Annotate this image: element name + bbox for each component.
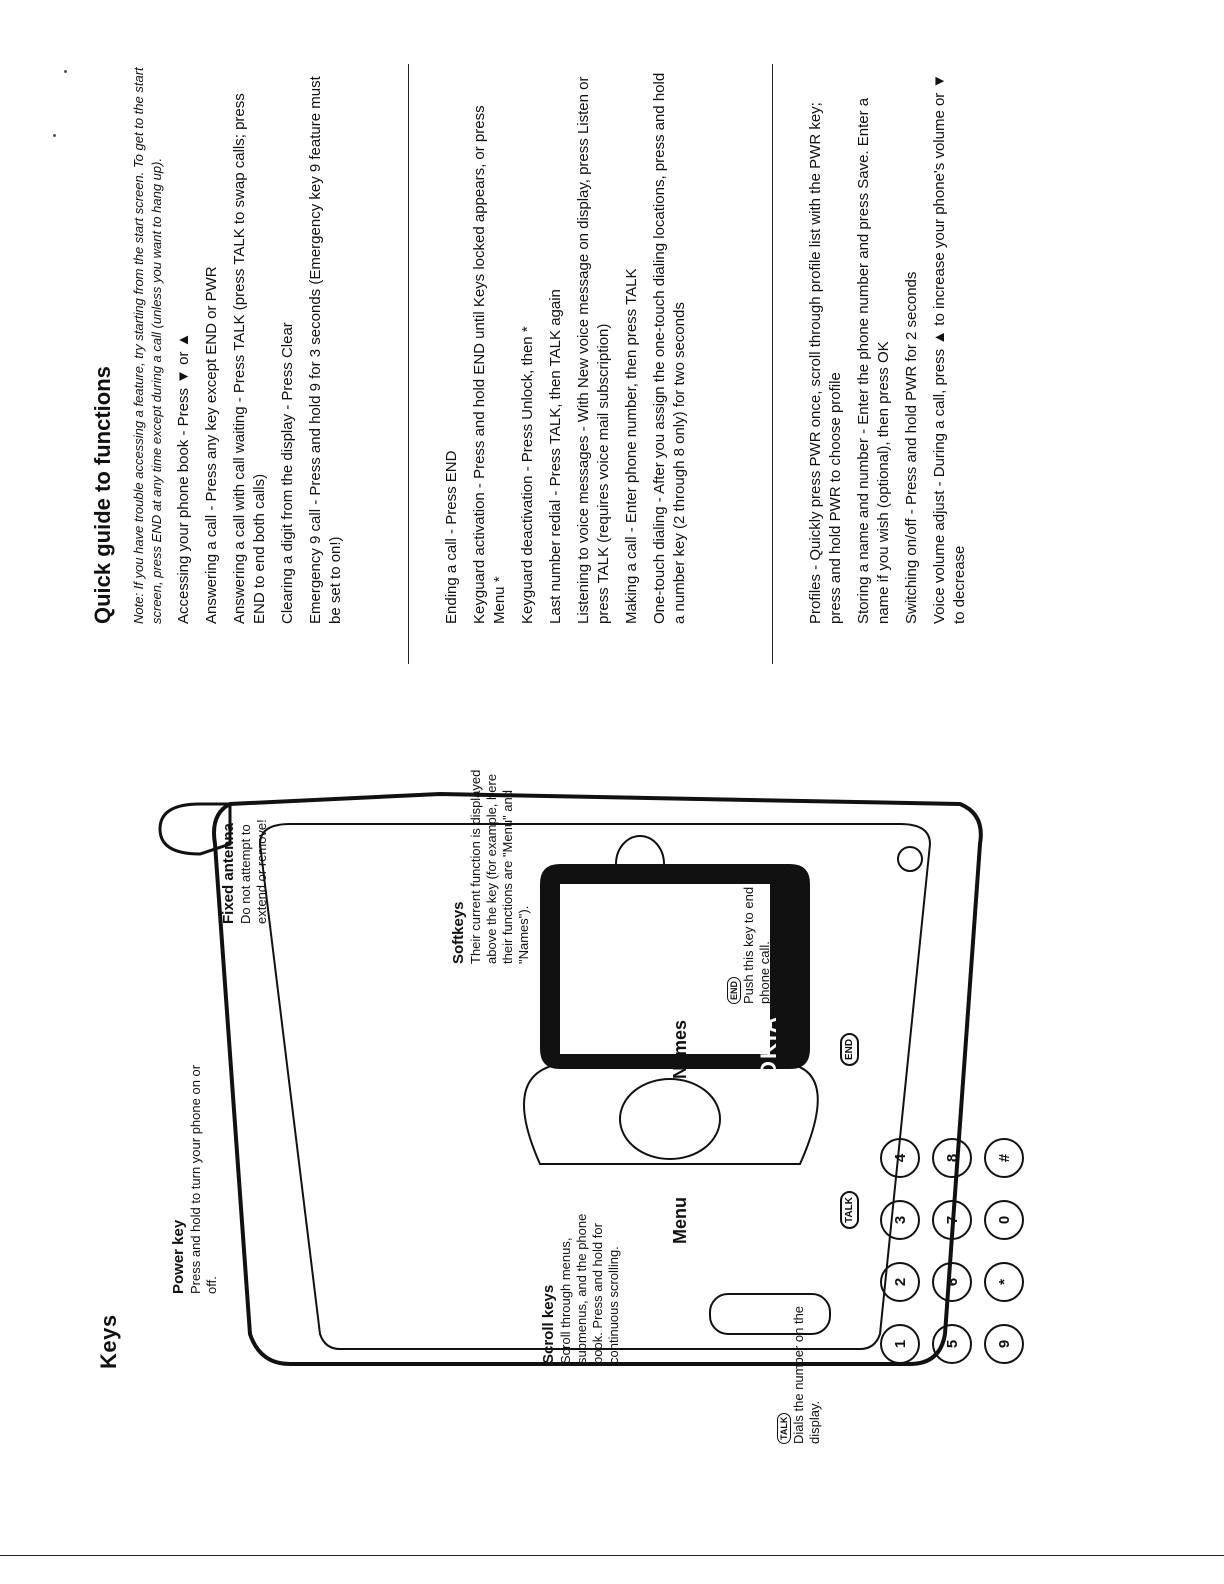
guide-item: Answering a call with call waiting - Pre… <box>231 93 268 624</box>
guide-item: Switching on/off - Press and hold PWR fo… <box>903 271 920 624</box>
guide-item: Last number redial - Press TALK, then TA… <box>547 289 564 624</box>
keypad-key[interactable]: 9 <box>984 1324 1024 1364</box>
guide-item: Clearing a digit from the display - Pres… <box>279 322 296 624</box>
softkeys-heading: Softkeys <box>450 901 467 964</box>
keypad-key[interactable]: 1 <box>880 1324 920 1364</box>
phone-body <box>212 791 983 1366</box>
callout-talk-key: TALK Dials the number on the display. <box>775 1294 823 1444</box>
keypad-key[interactable]: 3 <box>880 1200 920 1240</box>
guide-item: Keyguard deactivation - Press Unlock, th… <box>519 326 536 624</box>
guide-note: Note: If you have trouble accessing a fe… <box>131 67 164 624</box>
scroll-keys-text: Scroll through menus, submenus, and the … <box>558 1213 621 1364</box>
guide-item: Voice volume adjust - During a call, pre… <box>931 73 968 624</box>
guide-item: Ending a call - Press END <box>443 450 460 624</box>
keypad-key[interactable]: # <box>984 1138 1024 1178</box>
guide-item: Emergency 9 call - Press and hold 9 for … <box>307 76 344 624</box>
nav-bezel <box>523 1063 819 1165</box>
callout-end-key: END Push this key to end a phone call. <box>725 854 773 1004</box>
divider-2 <box>772 64 773 664</box>
fixed-antenna-heading: Fixed antenna <box>220 823 237 924</box>
guide-item: Keyguard activation - Press and hold END… <box>471 105 508 624</box>
keys-title: Keys <box>96 1314 121 1369</box>
guide-group-2: Ending a call - Press END Keyguard activa… <box>442 64 698 624</box>
guide-item: Answering a call - Press any key except … <box>203 266 220 624</box>
keypad-key[interactable]: * <box>984 1262 1024 1302</box>
keypad-key[interactable]: 5 <box>932 1324 972 1364</box>
callout-fixed-antenna: Fixed antenna Do not attempt to extend o… <box>220 784 270 924</box>
keypad-key[interactable]: 2 <box>880 1262 920 1302</box>
power-key-text: Press and hold to turn your phone on or … <box>188 1064 219 1294</box>
scan-speck <box>64 70 67 73</box>
scroll-keys-heading: Scroll keys <box>540 1284 557 1364</box>
guide-item: Listening to voice messages - With New v… <box>575 76 612 624</box>
guide-item: Making a call - Enter phone number, then… <box>623 268 640 624</box>
talk-key-text: Dials the number on the display. <box>791 1305 822 1444</box>
keypad-key[interactable]: 7 <box>932 1200 972 1240</box>
guide-group-3: Profiles - Quickly press PWR once, scrol… <box>806 64 978 624</box>
callout-power-key: Power key Press and hold to turn your ph… <box>170 1064 220 1294</box>
end-key-icon: END <box>726 976 741 1004</box>
guide-title: Quick guide to functions <box>90 366 115 624</box>
power-button <box>897 846 923 872</box>
scan-speck <box>53 134 56 137</box>
softkeys-text: Their current function is displayed abov… <box>468 769 531 964</box>
display-screen <box>560 884 770 1054</box>
microphone-slot <box>709 1293 831 1335</box>
phone-softkey-right: Names <box>670 1019 690 1079</box>
phone-brand: NOKIA <box>756 1015 781 1096</box>
antenna-shape <box>158 802 232 856</box>
keypad-key[interactable]: 8 <box>932 1138 972 1178</box>
guide-item: One-touch dialing - After you assign the… <box>651 72 688 624</box>
page-bottom-rule <box>0 1555 1224 1556</box>
talk-key-icon: TALK <box>776 1412 791 1444</box>
keypad-talk[interactable]: TALK <box>840 1191 859 1229</box>
end-key-text: Push this key to end a phone call. <box>741 876 772 1004</box>
guide-item: Accessing your phone book - Press ▼ or ▲ <box>175 332 192 625</box>
guide-item: Storing a name and number - Enter the ph… <box>855 97 892 624</box>
scroll-key <box>619 1078 721 1160</box>
callout-softkeys: Softkeys Their current function is displ… <box>450 764 532 964</box>
guide-item: Profiles - Quickly press PWR once, scrol… <box>807 102 844 624</box>
keypad-key[interactable]: 6 <box>932 1262 972 1302</box>
divider-1 <box>408 64 409 664</box>
keypad-end[interactable]: END <box>840 1032 859 1066</box>
power-key-heading: Power key <box>170 1219 187 1294</box>
keypad-key[interactable]: 0 <box>984 1200 1024 1240</box>
keypad-key[interactable]: 4 <box>880 1138 920 1178</box>
phone-drawing <box>158 791 983 1366</box>
fixed-antenna-text: Do not attempt to extend or remove! <box>238 819 269 924</box>
callout-scroll-keys: Scroll keys Scroll through menus, submen… <box>540 1184 622 1364</box>
keypad-grid: 1 2 3 4 5 6 7 8 9 * 0 # <box>880 1138 1024 1364</box>
guide-group-1: Note: If you have trouble accessing a fe… <box>130 64 354 624</box>
phone-softkey-left: Menu <box>670 1197 690 1244</box>
